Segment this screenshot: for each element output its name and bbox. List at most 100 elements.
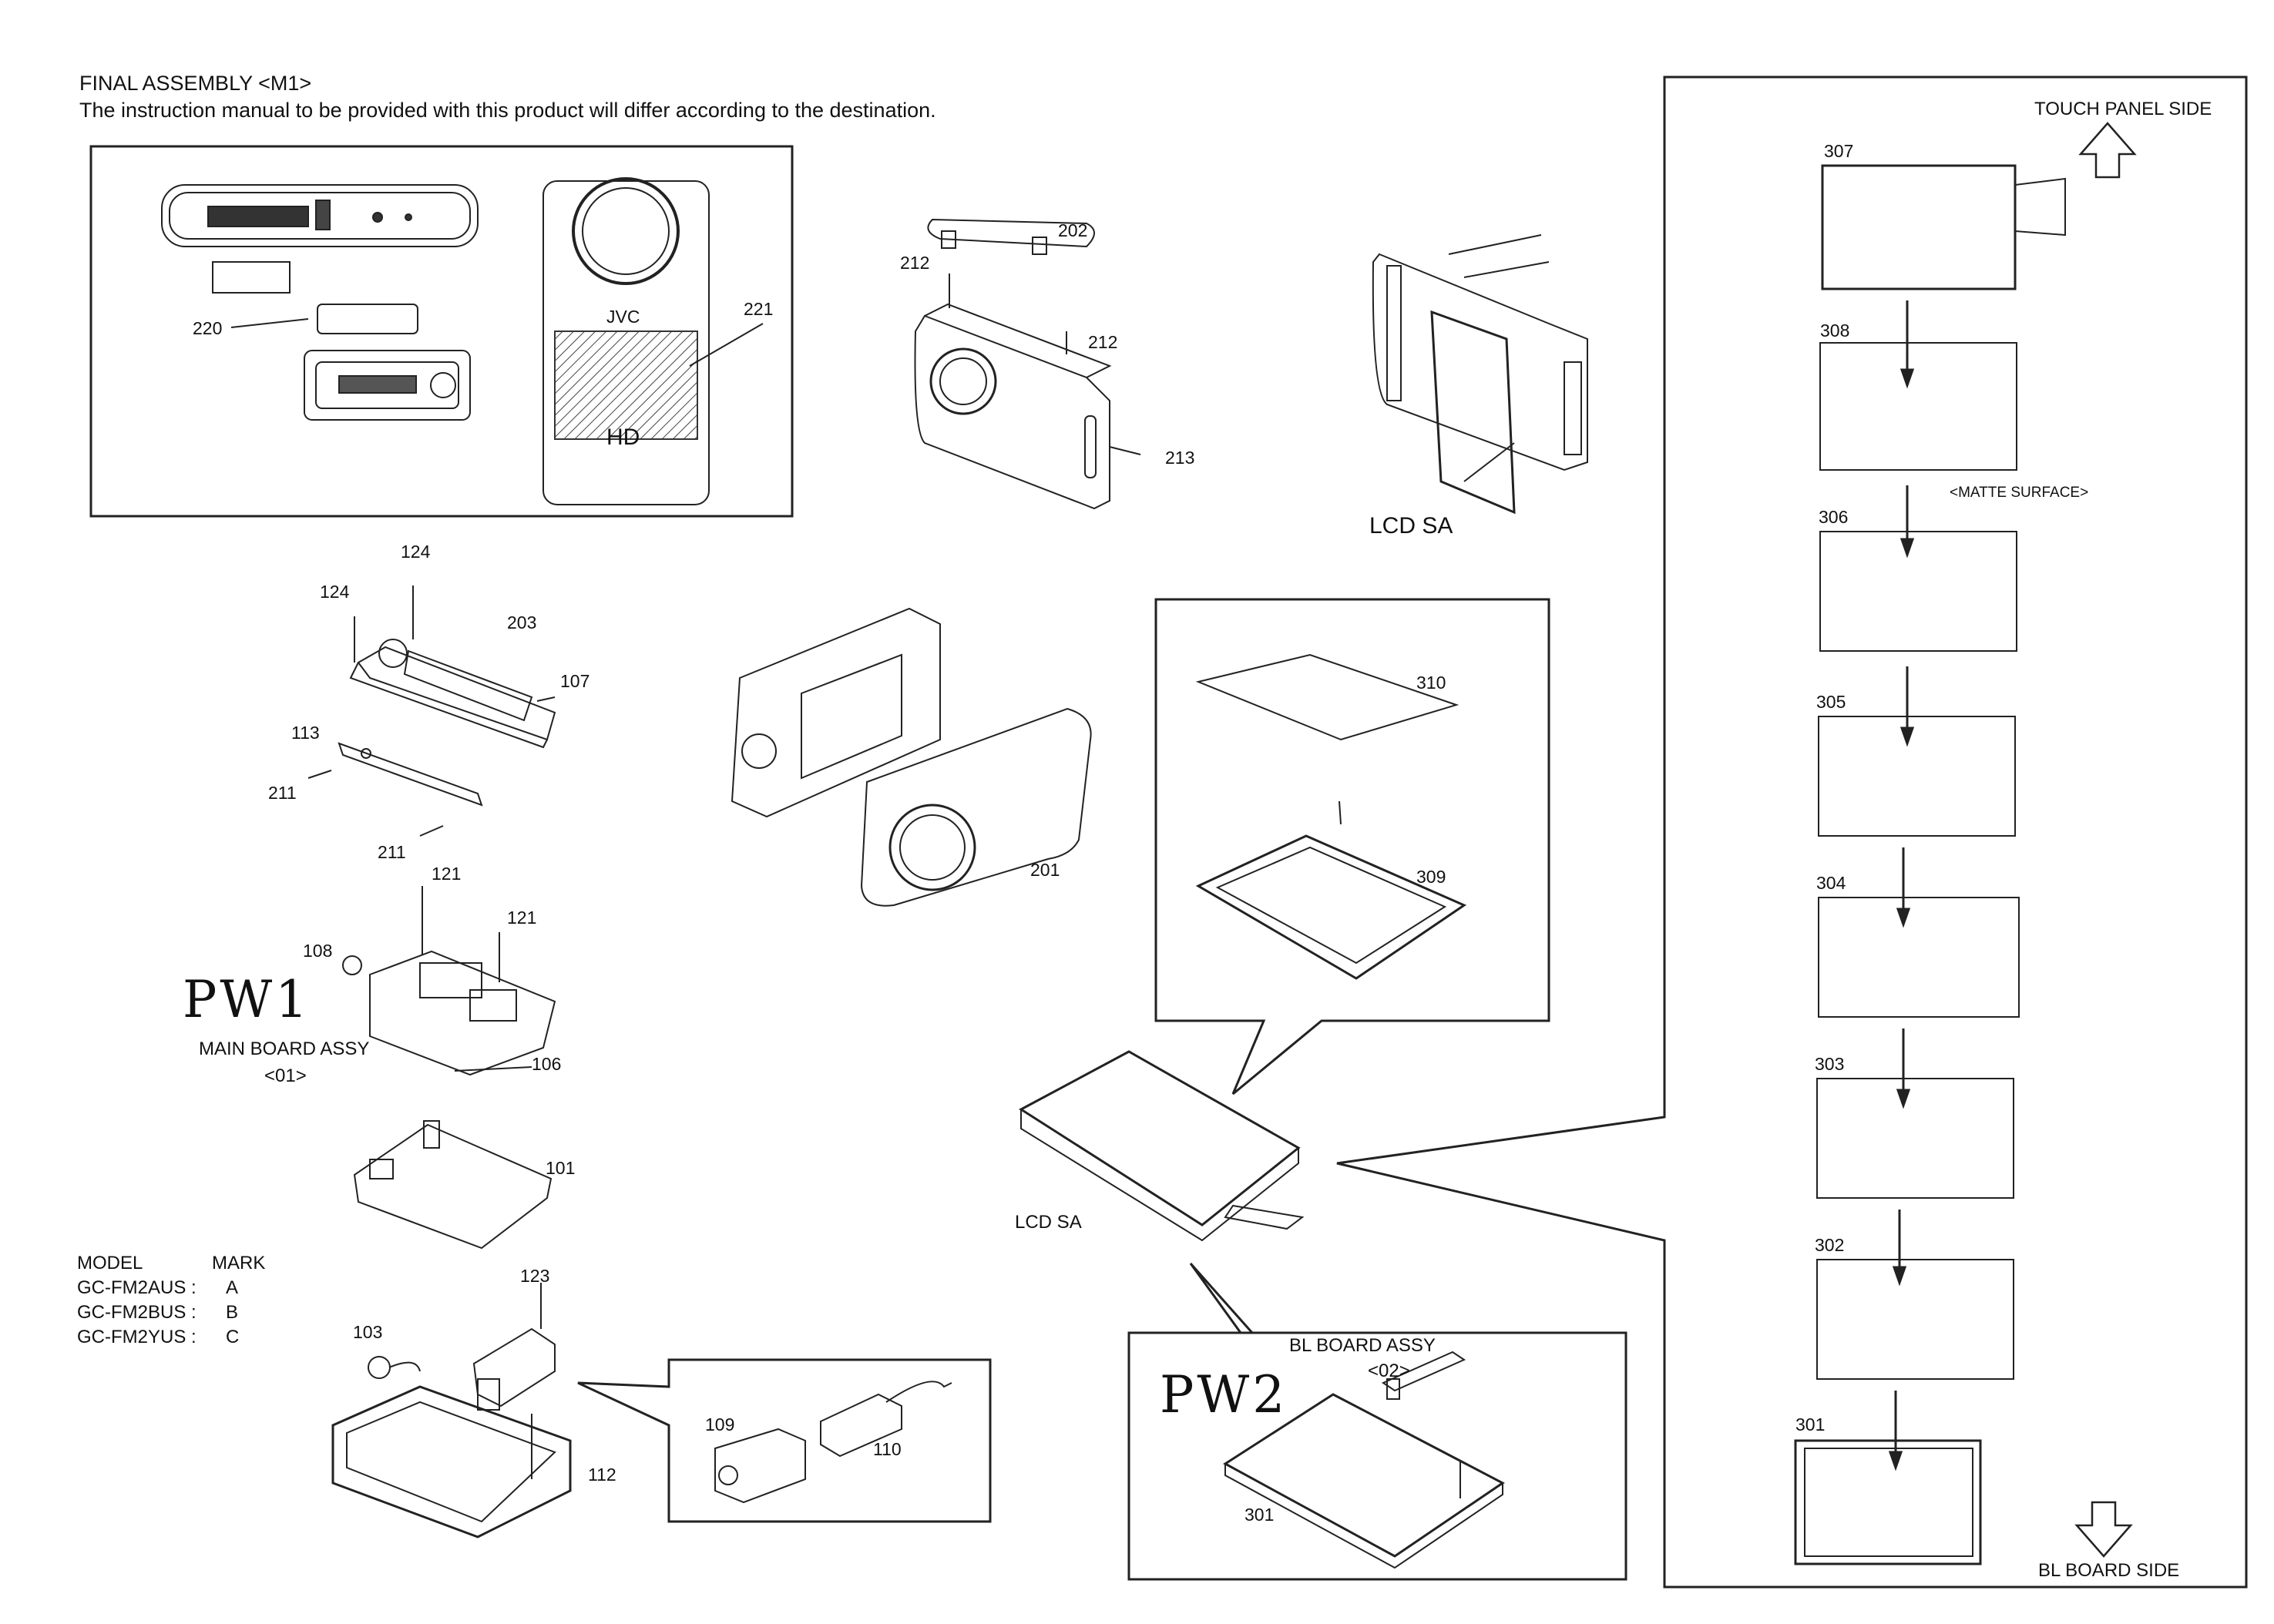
- part-220: 220: [193, 318, 223, 338]
- part-121a: 121: [432, 864, 462, 884]
- lower-case-112: [331, 1385, 572, 1538]
- sheet-305: [1818, 716, 2016, 837]
- stack-label-305: 305: [1816, 692, 1846, 712]
- lcd-callout-frame: [1154, 598, 1550, 1096]
- top-cap-202: [927, 218, 1095, 255]
- bl-board-code: <02>: [1368, 1361, 1410, 1381]
- stack-arrows: [1888, 300, 1915, 1471]
- screw-211b: [419, 825, 444, 837]
- part-202: 202: [1058, 220, 1088, 240]
- leader-107: [536, 696, 556, 702]
- label-lcd-sa-bottom: LCD SA: [1015, 1212, 1082, 1233]
- camera-body-rear: [731, 607, 941, 818]
- part-124b: 124: [320, 582, 350, 602]
- sheet-304: [1818, 897, 2020, 1018]
- model-row-c: GC-FM2YUS :: [77, 1327, 196, 1347]
- part-211a: 211: [268, 783, 297, 803]
- frame-assembly-203: [349, 639, 556, 749]
- model-row-b: GC-FM2BUS :: [77, 1302, 196, 1323]
- sheet-303: [1816, 1078, 2014, 1199]
- sheet-308: [1819, 342, 2017, 471]
- handwritten-pw2: PW2: [1160, 1365, 1288, 1424]
- model-row-a: GC-FM2AUS :: [77, 1277, 196, 1298]
- stack-label-304: 304: [1816, 873, 1846, 893]
- sheet-310: [1195, 653, 1459, 741]
- stack-label-302: 302: [1815, 1235, 1845, 1255]
- stack-label-307: 307: [1824, 141, 1854, 161]
- rear-cover-view: [542, 177, 710, 505]
- part-121b: 121: [507, 908, 537, 928]
- part-212b: 212: [1088, 332, 1118, 352]
- bracket-101: [353, 1120, 553, 1250]
- callout-pointer-right: [1190, 1263, 1253, 1334]
- part-103: 103: [353, 1322, 383, 1342]
- label-detail-frame: [89, 145, 794, 518]
- label-sticker-220a: [212, 261, 291, 294]
- arrow-up-icon: [2078, 122, 2137, 179]
- part-107: 107: [560, 671, 590, 691]
- stack-label-306: 306: [1819, 507, 1849, 527]
- mark-row-a: A: [226, 1277, 239, 1298]
- matte-surface-note: <MATTE SURFACE>: [1950, 485, 2089, 501]
- battery-lead: [388, 1361, 421, 1372]
- leader-106: [454, 1066, 532, 1072]
- part-106: 106: [532, 1054, 562, 1074]
- coin-battery-103: [368, 1356, 391, 1379]
- lcd-sa-unit: [1019, 1050, 1305, 1242]
- part-309: 309: [1416, 867, 1446, 887]
- part-112: 112: [588, 1465, 616, 1485]
- arrow-down-icon: [2074, 1501, 2133, 1558]
- sheet-301: [1794, 1439, 1982, 1565]
- bl-board-assy-label: BL BOARD ASSY: [1289, 1335, 1436, 1356]
- mark-header: MARK: [212, 1253, 266, 1273]
- plate-301-bl: [1223, 1393, 1505, 1569]
- jvc-logo-text: JVC: [606, 307, 640, 327]
- touch-panel-side-label: TOUCH PANEL SIDE: [2034, 99, 2212, 119]
- label-sticker-220b: [317, 304, 418, 334]
- part-113: 113: [291, 723, 320, 743]
- hd-mark-text: HD: [606, 424, 640, 450]
- mark-row-c: C: [226, 1327, 240, 1347]
- part-310: 310: [1416, 673, 1446, 693]
- part-203: 203: [507, 612, 537, 632]
- part-108: 108: [303, 941, 333, 961]
- part-221: 221: [744, 299, 774, 319]
- camera-lcd-open: [1372, 234, 1588, 515]
- part-124a: 124: [401, 542, 431, 562]
- stack-label-303: 303: [1815, 1054, 1845, 1074]
- leader-lcd-sa-top: [1463, 442, 1515, 482]
- mark-row-b: B: [226, 1302, 239, 1323]
- sheet-306: [1819, 531, 2017, 652]
- destination-note: The instruction manual to be provided wi…: [79, 99, 936, 122]
- usb-part-109: [714, 1428, 806, 1504]
- part-211b: 211: [378, 842, 406, 862]
- part-212a: 212: [900, 253, 930, 273]
- part-109: 109: [705, 1414, 735, 1434]
- model-header: MODEL: [77, 1253, 143, 1273]
- stack-label-301: 301: [1795, 1414, 1826, 1434]
- part-101: 101: [546, 1158, 576, 1178]
- handwritten-pw1: PW1: [183, 970, 311, 1029]
- label-lcd-sa-top: LCD SA: [1369, 513, 1453, 539]
- main-board-assy-label: MAIN BOARD ASSY: [199, 1038, 370, 1059]
- battery-compartment-view: [304, 350, 471, 421]
- leader-220: [230, 318, 309, 328]
- part-301-bl: 301: [1244, 1505, 1275, 1525]
- main-board-code: <01>: [264, 1065, 307, 1086]
- camera-top-view: [161, 184, 479, 247]
- stack-label-308: 308: [1820, 320, 1850, 341]
- part-213: 213: [1165, 448, 1195, 468]
- usb-part-110: [820, 1381, 952, 1458]
- plate-113: [338, 742, 483, 807]
- part-110: 110: [873, 1439, 902, 1459]
- sheet-302: [1816, 1259, 2014, 1380]
- stack-panel-frame: [1336, 75, 2248, 1589]
- screw-211a: [307, 770, 332, 779]
- usb-callout-frame: [577, 1358, 992, 1523]
- sheet-307: [1821, 164, 2017, 290]
- leader-221: [689, 323, 764, 367]
- usb-unit: [472, 1327, 556, 1411]
- main-board-assy: [342, 950, 556, 1076]
- page-title: FINAL ASSEMBLY <M1>: [79, 72, 312, 95]
